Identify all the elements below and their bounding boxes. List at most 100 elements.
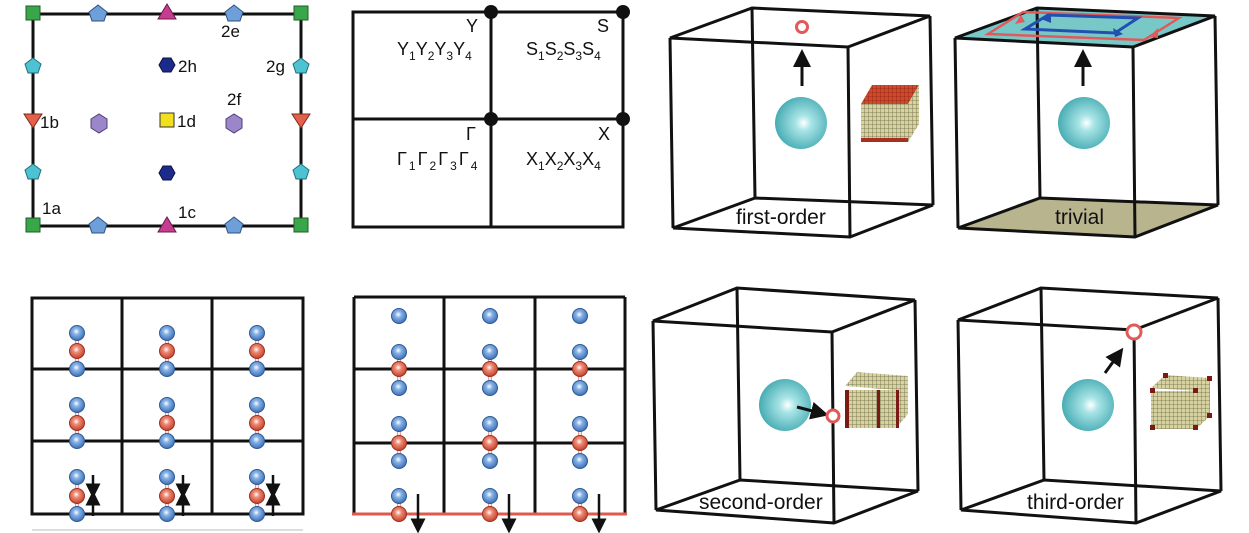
cube-second-order: second-order <box>651 286 920 525</box>
label-2g: 2g <box>266 57 285 76</box>
lattice-bulk-panel <box>30 296 305 531</box>
bottom-surface <box>958 198 1218 237</box>
blue-atom <box>391 308 407 324</box>
cube-third-order: third-order <box>956 286 1223 525</box>
blue-arrowhead <box>1041 13 1051 23</box>
blue-atom <box>159 433 175 449</box>
irreps-X: X1X2X3X4 <box>526 149 601 173</box>
red-atom <box>69 343 85 359</box>
edge-loop-red <box>983 10 1184 42</box>
corner-cube-icon <box>1150 373 1212 430</box>
label-1b: 1b <box>40 113 59 132</box>
red-atom <box>572 435 588 451</box>
sphere <box>1058 97 1110 149</box>
blue-atom <box>572 416 588 432</box>
blue-atom <box>69 397 85 413</box>
red-atom <box>391 435 407 451</box>
site-2h-markers <box>158 57 176 181</box>
label-1c: 1c <box>178 203 196 222</box>
blue-atom <box>482 453 498 469</box>
irreps-S: S1S2S3S4 <box>526 39 601 63</box>
label-S: S <box>597 16 609 36</box>
blue-arrowhead <box>1113 28 1123 37</box>
site-2f-markers <box>90 113 243 134</box>
red-atom <box>572 506 588 522</box>
blue-atom <box>159 325 175 341</box>
cube-frame <box>956 286 1223 525</box>
label-Gamma: Γ <box>466 124 476 144</box>
red-atom <box>69 415 85 431</box>
site-1a-markers <box>25 5 309 233</box>
cube-label: third-order <box>1027 491 1124 514</box>
red-atom <box>249 343 265 359</box>
cube-frame <box>953 6 1220 239</box>
blue-atom <box>572 453 588 469</box>
cube-frame <box>668 6 935 239</box>
boundary-state-ring <box>795 20 809 34</box>
blue-atom <box>69 506 85 522</box>
blue-atom <box>249 433 265 449</box>
blue-atom <box>482 380 498 396</box>
cube-label: first-order <box>736 206 826 229</box>
red-atom <box>482 361 498 377</box>
sphere <box>775 97 827 149</box>
red-atom <box>482 435 498 451</box>
blue-atom <box>482 488 498 504</box>
brillouin-zone-panel: Y S Γ X Y1Y2Y3Y4 S1S2S3S4 Γ1Γ2Γ3Γ4 X1X2X… <box>351 5 630 229</box>
red-atom <box>249 488 265 504</box>
red-atom <box>249 415 265 431</box>
site-2g-markers <box>24 57 310 180</box>
red-atom <box>159 343 175 359</box>
blue-atom <box>159 506 175 522</box>
blue-atom <box>391 488 407 504</box>
cube-label: second-order <box>699 491 823 514</box>
blue-atom <box>249 469 265 485</box>
red-atom <box>69 488 85 504</box>
site-1c-markers <box>157 3 177 233</box>
lattice-grid <box>352 295 627 514</box>
blue-atom <box>159 469 175 485</box>
blue-atom <box>391 453 407 469</box>
dimer-atoms <box>69 325 265 522</box>
edge-loop-blue <box>1020 13 1143 35</box>
red-atom <box>159 415 175 431</box>
red-atom <box>482 506 498 522</box>
label-1a: 1a <box>42 199 61 218</box>
cube-frame <box>651 286 920 525</box>
blue-atom <box>391 380 407 396</box>
irreps-Y: Y1Y2Y3Y4 <box>397 39 472 63</box>
corner-state-ring <box>1125 323 1143 341</box>
blue-atom <box>249 361 265 377</box>
label-2h: 2h <box>178 57 197 76</box>
site-2e-markers <box>88 4 244 234</box>
red-atom <box>391 361 407 377</box>
wyckoff-panel: 1a 1b 1c 1d 2e 2f 2g 2h <box>23 3 311 234</box>
cube-trivial: trivial <box>953 6 1220 239</box>
arrow-diagonal <box>1103 347 1124 374</box>
label-1d: 1d <box>177 112 196 131</box>
blue-atom <box>482 344 498 360</box>
blue-atom <box>572 344 588 360</box>
displacement-arrows <box>410 494 607 533</box>
blue-atom <box>482 308 498 324</box>
red-atom <box>391 506 407 522</box>
arrow-right <box>796 402 829 420</box>
blue-atom <box>391 416 407 432</box>
blue-atom <box>159 397 175 413</box>
blue-atom <box>572 308 588 324</box>
hinge-state-ring <box>825 408 841 424</box>
label-2e: 2e <box>221 22 240 41</box>
blue-atom <box>69 469 85 485</box>
blue-atom <box>69 433 85 449</box>
blue-atom <box>572 380 588 396</box>
sphere <box>1062 379 1114 431</box>
sphere <box>759 379 811 431</box>
red-arrowhead <box>1149 28 1158 38</box>
blue-atom <box>249 325 265 341</box>
blue-atom <box>69 325 85 341</box>
blue-atom <box>391 344 407 360</box>
label-2f: 2f <box>227 90 241 109</box>
red-arrowhead <box>1015 15 1025 24</box>
red-atom <box>572 361 588 377</box>
dimer-atoms <box>391 308 588 522</box>
